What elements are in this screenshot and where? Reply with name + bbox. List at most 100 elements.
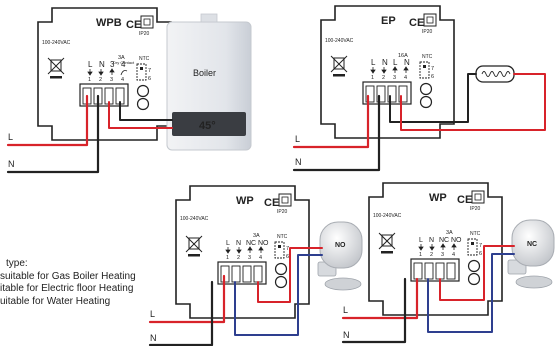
- unit-ep-wiring: [292, 73, 546, 172]
- voltage-label: 100-240VAC: [180, 216, 209, 222]
- ntc-number: 6: [479, 251, 482, 257]
- ntc-number: 6: [148, 76, 151, 82]
- ntc-connector: [467, 238, 478, 256]
- terminal-block: [362, 81, 412, 105]
- rating-label: IP20: [470, 206, 481, 212]
- voltage-label: 100-240VAC: [42, 40, 71, 46]
- square-icon: [423, 13, 437, 27]
- legend-line: itable for Electric floor Heating: [0, 283, 134, 295]
- unit-wp-no: WP CE IP20 100-240VAC 3A L N NC NO 1 2 3…: [175, 185, 310, 319]
- terminal-number: 2: [99, 77, 102, 83]
- sensor-ports: [136, 84, 150, 111]
- rating-label: IP20: [139, 31, 150, 37]
- terminal-number: 4: [404, 75, 407, 81]
- terminal-label: L: [88, 60, 93, 69]
- live-wire-label: L: [8, 132, 13, 142]
- terminal-arrows: [225, 246, 264, 254]
- square-icon: [140, 15, 154, 29]
- legend-line: uitable for Water Heating: [0, 295, 111, 307]
- unit-wpb-wiring: [6, 94, 173, 174]
- heating-element-icon: [475, 65, 515, 83]
- terminal-number: 1: [88, 77, 91, 83]
- boiler-display: [172, 112, 246, 136]
- boiler-display-value: 45°: [199, 120, 216, 132]
- terminal-arrows: [87, 68, 128, 76]
- ntc-label: NTC: [277, 234, 288, 240]
- valve-label: NC: [527, 241, 537, 248]
- terminal-label: N: [429, 237, 434, 244]
- ntc-label: NTC: [422, 54, 433, 60]
- live-wire-label: L: [343, 305, 348, 315]
- terminal-number: 3: [393, 75, 396, 81]
- terminal-number: 1: [226, 255, 229, 261]
- unit-wp-no-wiring: [148, 247, 323, 346]
- ntc-connector: [274, 241, 285, 259]
- neutral-wire-label: N: [8, 159, 15, 169]
- ce-mark: CE: [409, 17, 424, 29]
- terminal-block: [217, 261, 267, 285]
- ntc-connector: [136, 63, 147, 81]
- terminal-label: N: [99, 60, 105, 69]
- terminal-label: N: [382, 58, 388, 67]
- sensor-ports: [274, 262, 288, 289]
- terminal-block: [410, 258, 460, 282]
- terminal-label: N: [236, 240, 241, 247]
- ntc-number: 7: [479, 243, 482, 249]
- live-wire-label: L: [295, 134, 300, 144]
- sensor-ports: [467, 259, 481, 286]
- terminal-label: L: [393, 58, 398, 67]
- terminal-label: L: [226, 240, 230, 247]
- suitability-legend: type: suitable for Gas Boiler Heating it…: [0, 258, 136, 308]
- ntc-label: NTC: [139, 56, 150, 62]
- terminal-label: NO: [258, 240, 269, 247]
- valve-actuator-no: NO: [317, 221, 363, 291]
- terminal-number: 3: [441, 252, 444, 258]
- neutral-wire-label: N: [295, 157, 302, 167]
- terminal-number: 3: [248, 255, 251, 261]
- terminal-number: 1: [371, 75, 374, 81]
- rating-label: IP20: [422, 29, 433, 35]
- voltage-label: 100-240VAC: [325, 38, 354, 44]
- recycle-bin-icon: [378, 232, 396, 254]
- valve-actuator-nc: NC: [507, 219, 555, 289]
- unit-ep: EP CE IP20 100-240VAC 16A L N L N 1 2 3 …: [320, 5, 455, 139]
- ntc-connector: [419, 61, 430, 79]
- recycle-bin-icon: [47, 57, 65, 79]
- unit-wp-nc: WP CE IP20 100-240VAC 3A L N NC NO 1 2 3…: [368, 182, 503, 316]
- terminal-number: 2: [237, 255, 240, 261]
- model-label: WPB: [96, 17, 122, 29]
- ntc-number: 7: [431, 66, 434, 72]
- valve-label: NO: [335, 242, 346, 249]
- terminal-number: 2: [430, 252, 433, 258]
- sensor-ports: [419, 82, 433, 109]
- boiler: Boiler 45°: [166, 13, 252, 151]
- terminal-arrows: [370, 66, 409, 74]
- square-icon: [278, 193, 292, 207]
- terminal-label: NO: [451, 237, 462, 244]
- ntc-number: 7: [148, 68, 151, 74]
- terminal-label: NC: [246, 240, 256, 247]
- terminal-label: L: [419, 237, 423, 244]
- ntc-label: NTC: [470, 231, 481, 237]
- model-label: WP: [236, 195, 254, 207]
- terminal-number: 4: [121, 77, 124, 83]
- current-label: 3A: [118, 55, 125, 61]
- voltage-label: 100-240VAC: [373, 213, 402, 219]
- terminal-label: L: [371, 58, 376, 67]
- boiler-label: Boiler: [193, 68, 216, 78]
- current-label: 16A: [398, 53, 408, 59]
- current-label: 3A: [253, 233, 260, 239]
- unit-wpb: WPB CE IP20 100-240VAC 3A Dry Contact L …: [37, 7, 172, 141]
- ce-mark: CE: [457, 194, 472, 206]
- terminal-arrows: [418, 243, 457, 251]
- recycle-bin-icon: [330, 55, 348, 77]
- ntc-number: 7: [286, 246, 289, 252]
- terminal-number: 3: [110, 77, 113, 83]
- ce-mark: CE: [264, 197, 279, 209]
- terminal-label: 4: [121, 60, 126, 69]
- legend-line: suitable for Gas Boiler Heating: [0, 270, 136, 282]
- ce-mark: CE: [126, 19, 141, 31]
- model-label: EP: [381, 15, 396, 27]
- ntc-number: 6: [431, 74, 434, 80]
